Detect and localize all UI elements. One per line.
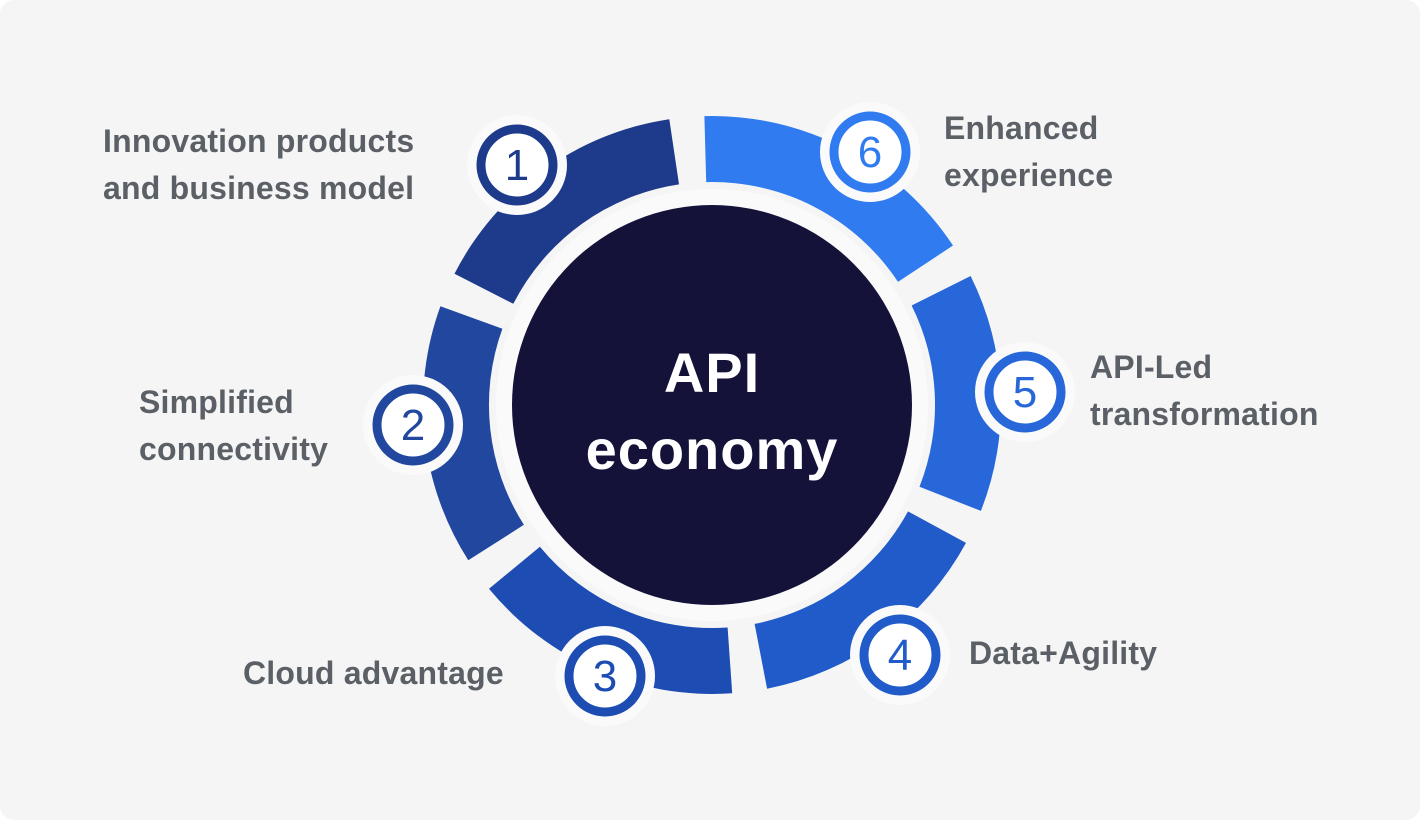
segment-arc-1 (454, 119, 679, 304)
badge-circle-5 (984, 351, 1066, 433)
segment-label-1: Innovation products and business model (103, 123, 415, 206)
badge-circle-3 (564, 635, 646, 717)
badge-circle-4 (859, 614, 941, 696)
center-title-line1: API (664, 341, 760, 404)
badge-circle-6 (829, 111, 911, 193)
badge-circle-1 (476, 124, 558, 206)
badge-number-6: 6 (858, 128, 882, 177)
segment-arc-5 (911, 276, 1001, 511)
center-title-line2: economy (586, 418, 839, 481)
segment-label-2: Simplified connectivity (139, 384, 329, 467)
segment-arc-2 (423, 306, 524, 561)
segment-label-5: API-Led transformation (1090, 349, 1319, 432)
segment-label-6: Enhanced experience (944, 110, 1114, 193)
ring-segments (423, 116, 1001, 695)
segment-arc-3 (489, 546, 733, 695)
badge-number-4: 4 (888, 631, 912, 680)
badge-number-1: 1 (505, 141, 529, 190)
segment-label-3: Cloud advantage (243, 655, 504, 691)
badge-circle-2 (372, 384, 454, 466)
badge-number-3: 3 (593, 652, 617, 701)
badge-number-2: 2 (401, 401, 425, 450)
segment-arc-4 (754, 511, 966, 689)
segment-label-4: Data+Agility (969, 635, 1158, 671)
segment-arc-6 (704, 116, 953, 282)
badge-number-5: 5 (1013, 368, 1037, 417)
center-circle (512, 205, 912, 605)
badges: 1 2 3 4 5 6 (372, 111, 1066, 717)
